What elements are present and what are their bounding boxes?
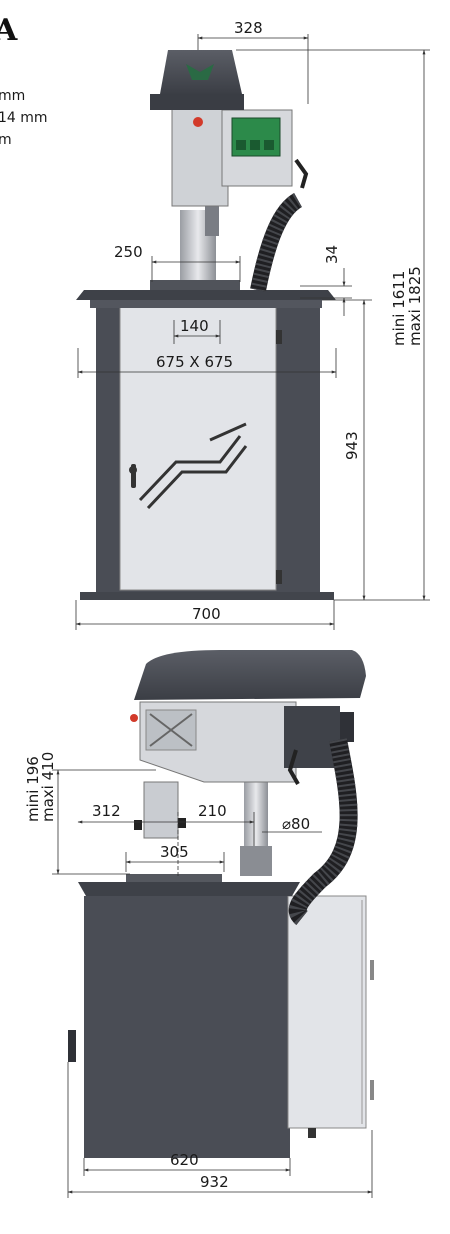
side-view: mini 196 maxi 410 312 210 ⌀80 305 620 93… xyxy=(24,650,374,1198)
dim-cabinet-height: 943 xyxy=(343,431,361,460)
dim-hole-spacing: 140 xyxy=(180,317,209,335)
side-handle-icon xyxy=(68,1030,76,1062)
front-table-top xyxy=(76,290,336,300)
dim-column-diameter: ⌀80 xyxy=(282,815,310,833)
side-work-table xyxy=(126,874,222,882)
dim-table-gap: 34 xyxy=(323,245,341,264)
dim-throat-right: 210 xyxy=(198,802,227,820)
hinge-icon xyxy=(276,330,282,344)
heading: A mm 14 mm m xyxy=(0,13,48,148)
side-suction-hose xyxy=(288,738,358,926)
dim-cabinet-depth: 620 xyxy=(170,1151,199,1169)
dim-table-depth: 305 xyxy=(160,843,189,861)
spec-line-1: mm xyxy=(0,88,25,104)
dim-table-size: 675 X 675 xyxy=(156,353,233,371)
side-cabinet xyxy=(84,896,290,1158)
control-screen xyxy=(231,117,281,157)
brand-logo-icon xyxy=(138,422,248,510)
hinge-icon xyxy=(276,570,282,584)
dim-base-width: 250 xyxy=(114,243,143,261)
dim-top-width: 328 xyxy=(234,19,263,37)
dim-foot-width: 700 xyxy=(192,605,221,623)
side-lever-icon xyxy=(287,749,300,785)
side-table-top xyxy=(78,882,300,896)
lever-handle-icon xyxy=(294,158,309,189)
side-emergency-stop-icon xyxy=(130,714,138,722)
dim-height-max: maxi 1825 xyxy=(406,266,424,346)
dim-height-min: mini 1611 xyxy=(390,271,408,346)
emergency-stop-icon xyxy=(193,117,203,127)
spec-line-2: 14 mm xyxy=(0,110,48,126)
dim-total-depth: 932 xyxy=(200,1173,229,1191)
head-logo-icon xyxy=(186,64,214,80)
spec-line-3: m xyxy=(0,132,12,148)
front-view: 328 250 34 140 675 X 675 943 mini 1611 m… xyxy=(75,19,430,630)
front-column-base xyxy=(150,280,240,290)
side-motor-hood xyxy=(134,650,366,700)
dim-throat-left: 312 xyxy=(92,802,121,820)
door-handle-icon xyxy=(129,464,137,488)
dim-stroke-max: maxi 410 xyxy=(39,752,57,822)
dim-stroke-min: mini 196 xyxy=(24,756,42,822)
heading-letter: A xyxy=(0,13,18,48)
front-foot-plate xyxy=(80,592,334,600)
side-quill xyxy=(143,781,179,839)
side-door-panel xyxy=(287,895,367,1129)
front-cabinet-door xyxy=(119,305,277,591)
